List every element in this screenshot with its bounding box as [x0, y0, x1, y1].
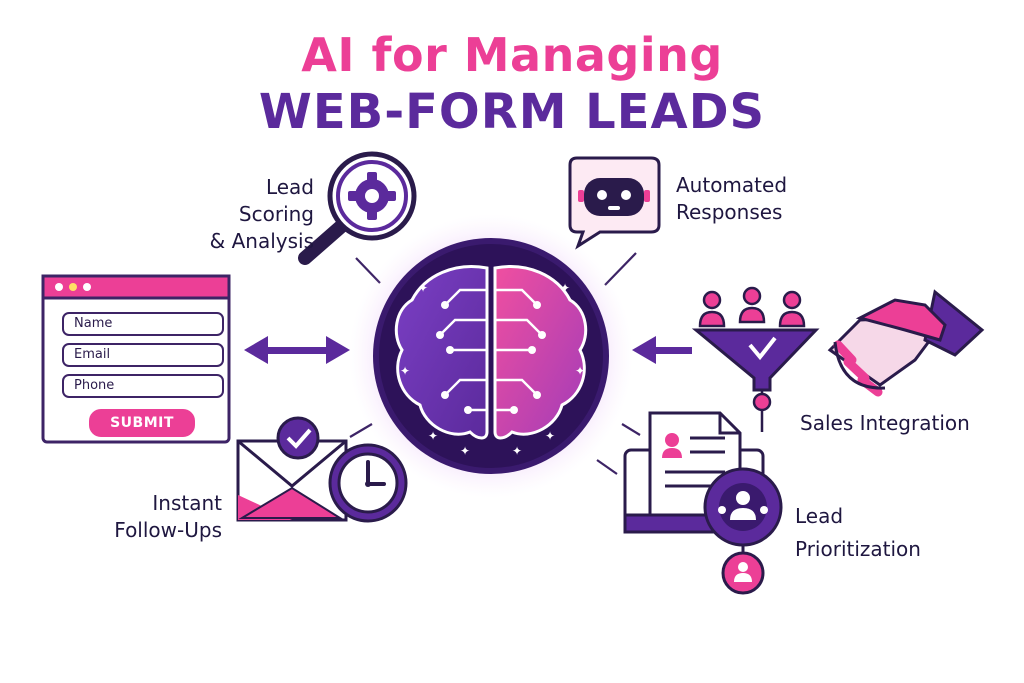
phone-field[interactable]: Phone: [62, 374, 224, 398]
brain-icon: ✦ ✦ ✦ ✦ ✦ ✦ ✦ ✦: [349, 214, 633, 498]
submit-button[interactable]: SUBMIT: [89, 409, 195, 437]
arrow-left-icon: [632, 336, 692, 364]
label-instant-follow-ups: Instant Follow-Ups: [100, 490, 222, 544]
envelope-check-icon: [236, 416, 348, 522]
magnifier-gear-icon: [298, 151, 417, 265]
svg-text:✦: ✦: [400, 364, 410, 378]
label-lead-scoring-line2: & Analysis: [209, 229, 314, 253]
label-automated-responses-line1: Automated: [676, 173, 788, 197]
user-node-icon: [703, 467, 783, 595]
svg-text:✦: ✦: [460, 444, 470, 458]
svg-text:✦: ✦: [560, 281, 570, 295]
svg-text:✦: ✦: [428, 429, 438, 443]
label-sales-integration: Sales Integration: [800, 410, 970, 437]
label-instant-follow-ups-line1: Instant: [152, 491, 222, 515]
label-lead-prioritization-line2: Prioritization: [795, 537, 921, 561]
name-field[interactable]: Name: [62, 312, 224, 336]
label-sales-integration-line1: Sales Integration: [800, 411, 970, 435]
label-lead-prioritization: Lead Prioritization: [795, 500, 921, 566]
label-lead-prioritization-line1: Lead: [795, 504, 844, 528]
label-automated-responses: Automated Responses: [676, 172, 787, 226]
svg-text:✦: ✦: [418, 281, 428, 295]
bidirectional-arrow-icon: [244, 336, 350, 364]
svg-text:✦: ✦: [545, 429, 555, 443]
label-lead-scoring: Lead Scoring & Analysis: [186, 174, 314, 255]
email-field[interactable]: Email: [62, 343, 224, 367]
clock-icon: [328, 443, 408, 523]
funnel-icon: [691, 286, 820, 432]
handshake-icon: [827, 289, 985, 397]
label-instant-follow-ups-line2: Follow-Ups: [114, 518, 222, 542]
title-line-2: WEB-FORM LEADS: [258, 84, 766, 140]
label-lead-scoring-line1: Lead Scoring: [238, 175, 314, 226]
chatbot-icon: [568, 156, 661, 250]
title-line-1: AI for Managing: [301, 28, 723, 82]
label-automated-responses-line2: Responses: [676, 200, 783, 224]
svg-text:✦: ✦: [512, 444, 522, 458]
svg-text:✦: ✦: [575, 364, 585, 378]
